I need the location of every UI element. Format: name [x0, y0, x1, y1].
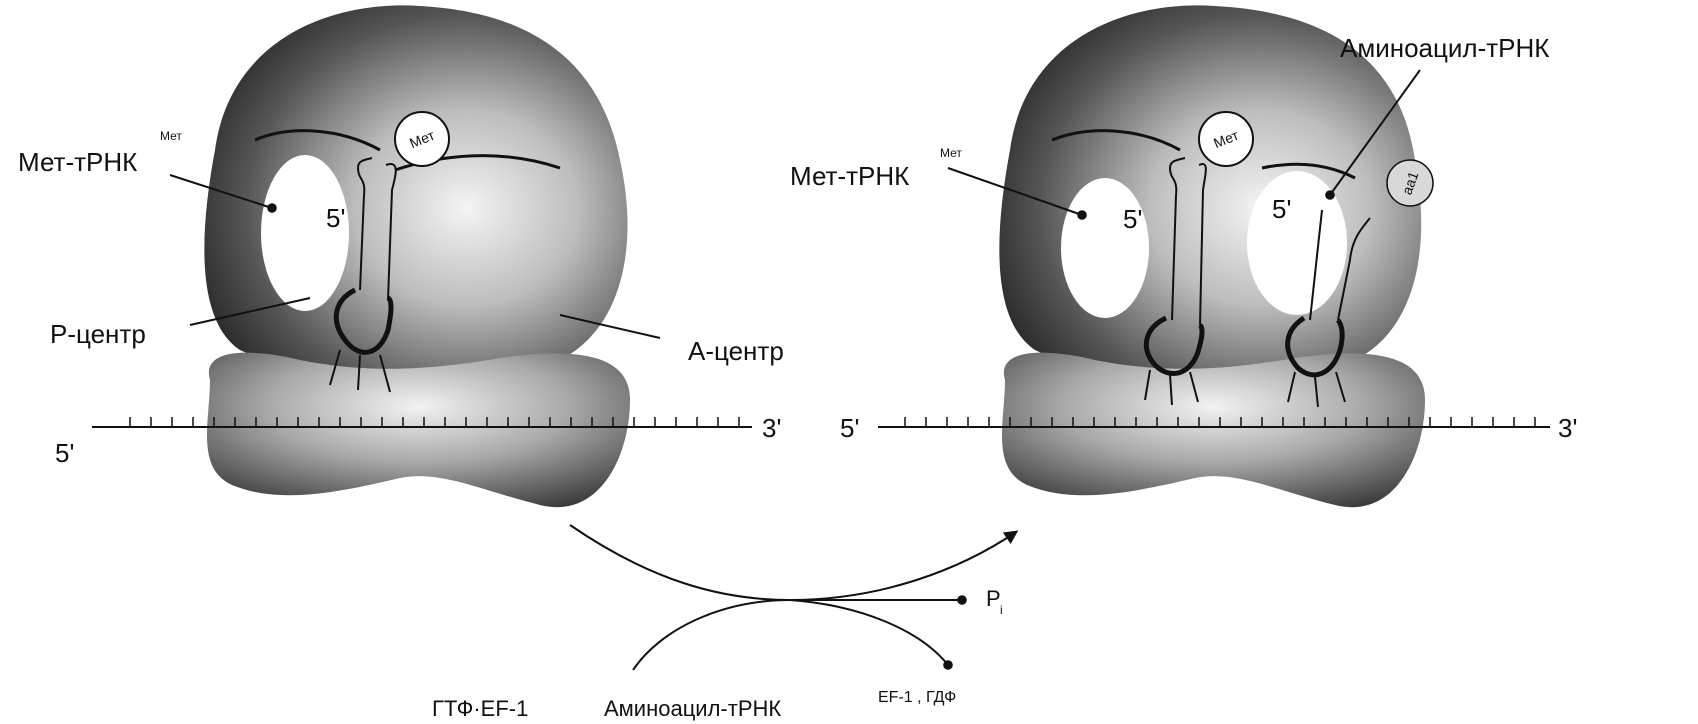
large-subunit-rim-line: [1051, 129, 1181, 152]
met-trna-molecule: [1144, 157, 1207, 406]
reactant-arc: [632, 599, 791, 671]
large-subunit-rim-line: [1261, 162, 1356, 180]
met-trna-pointer: [947, 167, 1087, 220]
p-site-pocket: [1061, 178, 1149, 318]
small-subunit: [1001, 352, 1425, 508]
large-subunit-rim-line: [394, 154, 561, 172]
ef1-gdp-product-arrow: [789, 599, 953, 670]
pi-product-label: P: [986, 586, 1001, 611]
aminoacyl-trna-molecule: [1285, 209, 1371, 408]
left-ribosome: Мет 5' 5' 3' Мет-тРНК Мет Р-центр А-цент…: [18, 5, 784, 508]
aa1-amino-acid-label: aa1: [1398, 169, 1421, 197]
a-site-pointer: [559, 314, 661, 339]
main-reaction-arrow: [569, 524, 1019, 602]
reaction-scheme: P i ГТФ·EF-1 Аминоацил-тРНК EF-1 , ГДФ: [432, 524, 1019, 721]
mrna-five-prime: 5': [840, 413, 859, 443]
aminoacyl-trna-pointer: [1325, 69, 1421, 200]
met-trna-superscript: Мет: [940, 146, 962, 160]
mrna-strand: [878, 417, 1550, 428]
trna-five-prime: 5': [326, 203, 345, 233]
met-amino-acid: [1198, 111, 1254, 167]
a-site-pocket: [1247, 171, 1347, 315]
reactant-aminoacyl-trna: Аминоацил-тРНК: [604, 696, 781, 721]
large-subunit-rim-line: [254, 129, 381, 152]
p-site-pointer: [189, 297, 311, 326]
mrna-five-prime: 5': [55, 438, 74, 468]
met-trna-label: Мет-тРНК: [18, 147, 137, 177]
product-ef1-gdp: EF-1 , ГДФ: [878, 689, 956, 706]
met-trna-molecule: [329, 157, 397, 393]
small-subunit: [206, 352, 630, 508]
right-ribosome: Мет aa1 5' 5' 5' 3' Мет-тРНК Мет Аминоац…: [790, 5, 1577, 508]
met-amino-acid: [394, 111, 450, 167]
p-site-label: Р-центр: [50, 319, 146, 349]
mrna-three-prime: 3': [762, 413, 781, 443]
aa1-amino-acid: [1386, 159, 1434, 207]
pi-product-subscript: i: [1000, 603, 1003, 617]
large-subunit: [204, 5, 628, 374]
p-site-pocket: [261, 155, 349, 311]
met-trna-label: Мет-тРНК: [790, 161, 909, 191]
trna-five-prime-1: 5': [1123, 204, 1142, 234]
trna-five-prime-2: 5': [1272, 194, 1291, 224]
aminoacyl-trna-label: Аминоацил-тРНК: [1340, 33, 1549, 63]
met-trna-superscript: Мет: [160, 129, 182, 143]
reactant-gtp-ef1: ГТФ·EF-1: [432, 696, 528, 721]
mrna-three-prime: 3': [1558, 413, 1577, 443]
met-trna-pointer: [169, 174, 277, 213]
mrna-strand: [92, 417, 752, 428]
a-site-label: А-центр: [688, 336, 784, 366]
